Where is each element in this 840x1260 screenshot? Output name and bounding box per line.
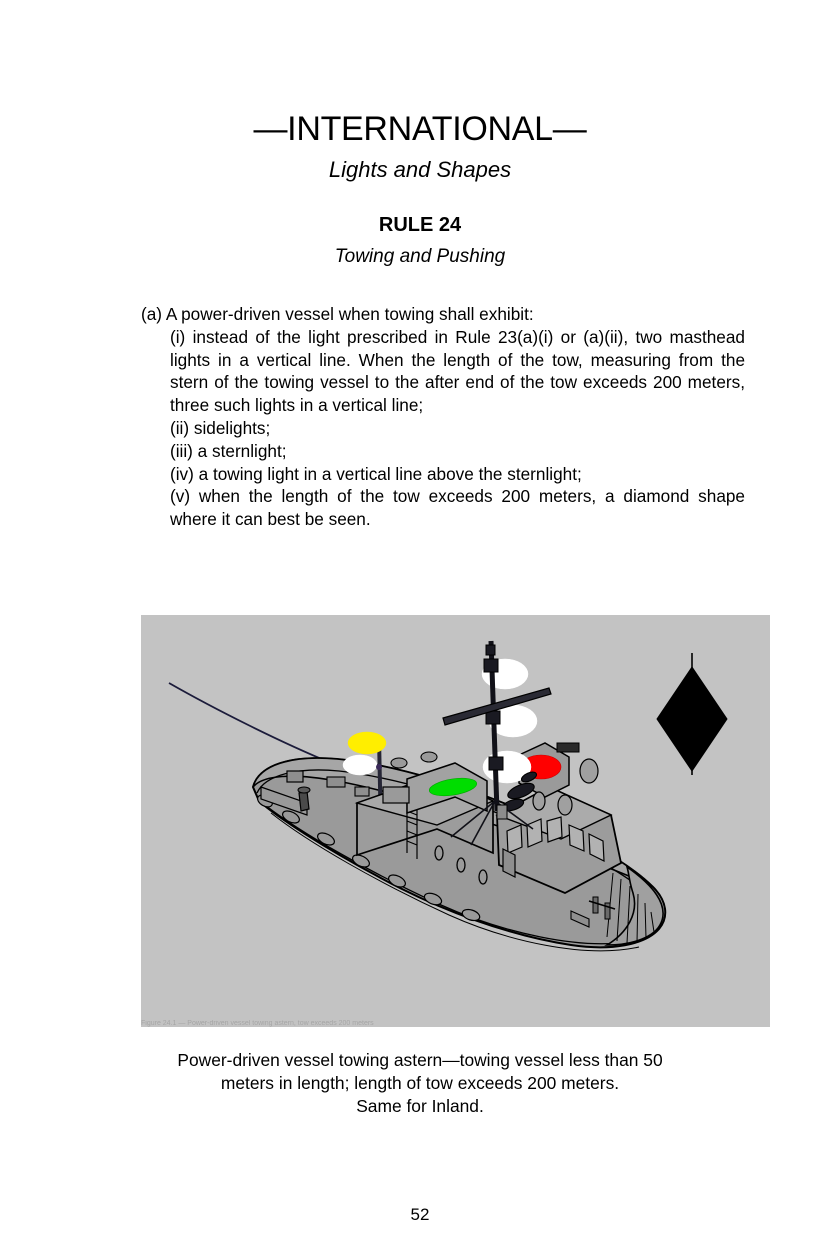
deck-fittings [390, 751, 616, 928]
rule-item-a: (a) A power-driven vessel when towing sh… [141, 304, 534, 324]
main-mast-group [442, 640, 552, 846]
illustration-footer-artifact: Figure 24.1 — Power-driven vessel towing… [141, 1020, 374, 1027]
figure-caption-line-1: Power-driven vessel towing astern—towing… [177, 1050, 663, 1070]
document-title: —INTERNATIONAL— [253, 110, 587, 148]
diamond-shape-group [656, 653, 728, 775]
stern-bitts [588, 896, 616, 920]
figure-caption: Power-driven vessel towing astern—towing… [100, 1049, 740, 1118]
wheelhouse [495, 785, 623, 894]
figure-caption-line-2: meters in length; length of tow exceeds … [220, 1073, 620, 1093]
rule-item-a-v: (v) when the length of the tow exceeds 2… [170, 486, 745, 530]
stern-fender-band [604, 864, 664, 946]
document-subtitle: Lights and Shapes [328, 157, 512, 182]
rule-number-heading: RULE 24 [378, 214, 462, 236]
rule-item-a-i: (i) instead of the light prescribed in R… [170, 326, 745, 416]
sternlight-fixture [376, 764, 382, 770]
rule-item-a-ii: (ii) sidelights; [170, 417, 271, 438]
deck-edge-fenders [257, 794, 481, 922]
midships-deckhouse [354, 762, 495, 859]
towing-light [347, 731, 387, 755]
sidelight-starboard [428, 777, 478, 797]
page-number: 52 [410, 1205, 430, 1224]
rule-body-text: (a) A power-driven vessel when towing sh… [141, 303, 745, 531]
rule-name-heading: Towing and Pushing [334, 246, 506, 267]
mast-antennas [501, 771, 538, 812]
wheelhouse-door [502, 848, 516, 878]
sternlight [342, 754, 378, 776]
hull-lower-crease [270, 812, 640, 952]
mast-yardarm [442, 687, 552, 726]
diamond-shape [656, 666, 728, 772]
figure-caption-line-3: Same for Inland. [356, 1096, 484, 1116]
rule-item-a-iv: (iv) a towing light in a vertical line a… [170, 463, 582, 484]
wheelhouse-windows [506, 816, 605, 862]
figure-illustration: Figure 24.1 — Power-driven vessel towing… [141, 615, 770, 1027]
towing-bitt [298, 790, 310, 812]
masthead-light-fixtures [483, 644, 504, 771]
rule-item-a-iii: (iii) a sternlight; [170, 440, 287, 461]
hull-waterline-crease [264, 804, 634, 945]
tugboat-towing-astern-drawing [141, 615, 770, 1027]
aft-deck-fittings [260, 770, 370, 816]
